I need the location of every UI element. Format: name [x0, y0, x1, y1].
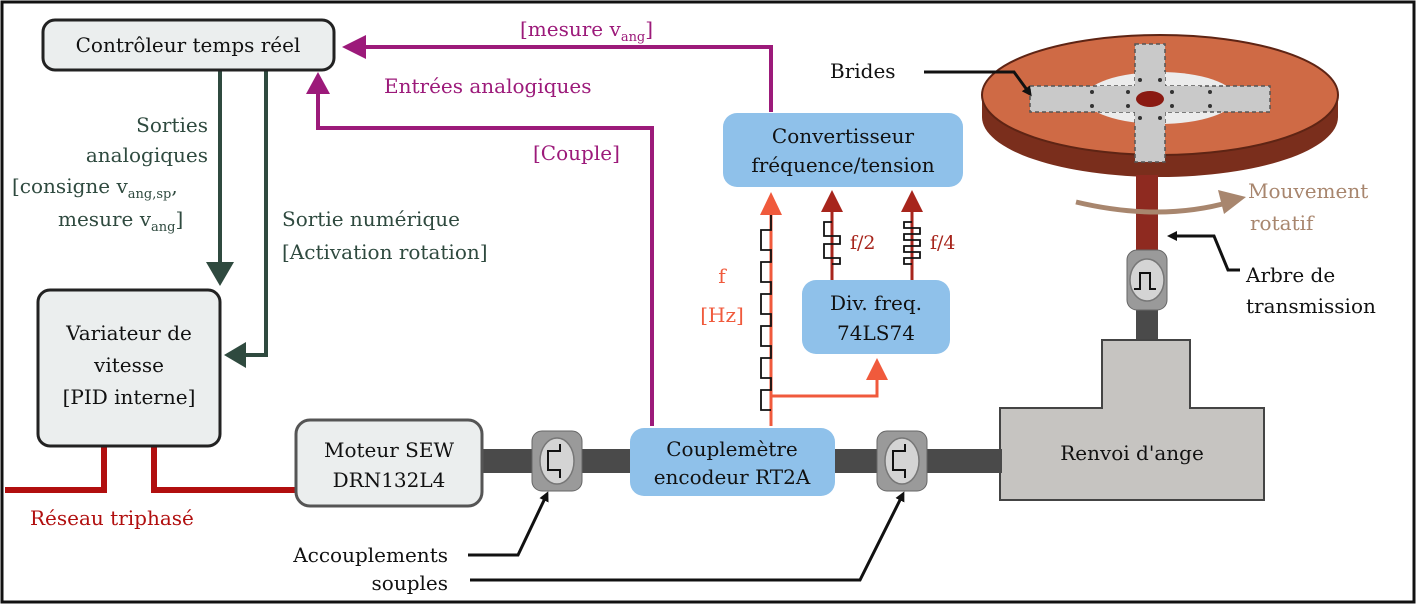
digital-output-label-1: Sortie numérique — [282, 207, 460, 231]
analog-outputs-label-3: [consigne vang,sp, — [12, 174, 178, 202]
gearbox-shape — [999, 339, 1265, 501]
frequency-signal — [760, 192, 888, 426]
shaft-motor-coupling — [480, 449, 538, 473]
frequency-label: f — [718, 264, 727, 288]
converter-box — [723, 113, 963, 187]
three-phase-grid-label: Réseau triphasé — [30, 506, 194, 530]
f2-label: f/2 — [850, 232, 876, 254]
rotation-label-2: rotatif — [1250, 211, 1315, 235]
converter-label-2: fréquence/tension — [751, 153, 934, 177]
f4-label: f/4 — [930, 232, 956, 254]
analog-inputs-label: Entrées analogiques — [384, 74, 592, 98]
flexible-coupling-left — [531, 430, 583, 492]
analog-outputs-label-1: Sorties — [136, 113, 208, 137]
motor-label-2: DRN132L4 — [333, 468, 446, 492]
rotation-arrow — [1075, 199, 1231, 215]
divider-label-2: 74LS74 — [837, 321, 915, 345]
analog-outputs-label-2: analogiques — [86, 143, 208, 167]
power-lines — [5, 445, 296, 493]
couplings-label-2: souples — [372, 571, 448, 595]
flexible-coupling-right — [876, 430, 928, 492]
controller-box — [41, 18, 336, 72]
transmission-shaft — [1136, 175, 1158, 255]
converter-label-1: Convertisseur — [772, 124, 915, 148]
speed-drive-label-2: vitesse — [93, 353, 164, 377]
pointer-arrows — [468, 70, 1240, 582]
shaft-coupling-torquemeter — [575, 449, 633, 473]
divider-box — [802, 280, 950, 354]
speed-drive-label-3: [PID interne] — [63, 385, 196, 409]
shaft-label-2: transmission — [1246, 294, 1376, 318]
rotating-disc — [981, 34, 1339, 177]
controller-outputs — [218, 68, 268, 357]
analog-outputs-label-4: mesure vang] — [58, 207, 183, 235]
digital-output-arrowhead — [224, 342, 246, 368]
torquemeter-label-2: encodeur RT2A — [654, 465, 811, 489]
speed-drive-label-1: Variateur de — [65, 321, 192, 345]
rotation-arrowhead — [1218, 190, 1246, 214]
shaft-label-1: Arbre de — [1245, 263, 1335, 287]
divided-signals — [821, 190, 923, 280]
torque-label: [Couple] — [533, 141, 620, 165]
digital-output-label-2: [Activation rotation] — [282, 240, 488, 264]
torque-input-arrowhead — [306, 72, 330, 94]
shaft-coupling — [1126, 249, 1168, 311]
controller-inputs — [316, 45, 773, 426]
speed-drive-box — [36, 288, 222, 448]
motor-box — [294, 418, 484, 508]
controller-label: Contrôleur temps réel — [76, 33, 301, 57]
flanges-label: Brides — [830, 59, 896, 83]
analog-output-arrowhead — [206, 262, 234, 286]
rotation-label-1: Mouvement — [1248, 179, 1368, 203]
shaft-coupling-gearbox — [925, 449, 1002, 473]
couplings-label-1: Accouplements — [292, 543, 448, 567]
gearbox-label: Renvoi d'ange — [1060, 441, 1204, 465]
divider-label-1: Div. freq. — [830, 291, 922, 315]
measure-speed-label: [mesure vang] — [520, 17, 653, 45]
shaft-torquemeter-coupling — [832, 449, 882, 473]
hz-label: [Hz] — [700, 303, 744, 327]
torquemeter-label-1: Couplemètre — [666, 437, 798, 461]
torquemeter-box — [630, 428, 835, 496]
motor-label-1: Moteur SEW — [324, 438, 454, 462]
measure-input-arrowhead — [342, 35, 366, 59]
